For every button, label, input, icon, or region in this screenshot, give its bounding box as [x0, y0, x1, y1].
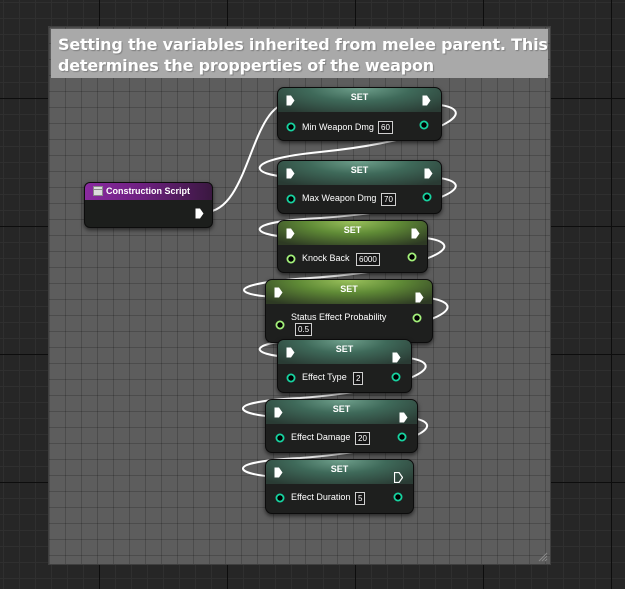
pin-label: Effect Damage [291, 432, 351, 442]
exec-out-pin-icon[interactable] [399, 412, 408, 423]
output-pin-icon[interactable] [419, 120, 429, 130]
exec-out-pin-icon[interactable] [422, 95, 431, 106]
set-node-header: SET [266, 400, 417, 424]
set-node-title: SET [350, 92, 369, 102]
set-node-header: SET [278, 88, 441, 112]
set-node-title: SET [330, 464, 349, 474]
comment-text-line-2: determines the propperties of the weapon [58, 56, 434, 75]
set-node-header: SET [266, 460, 413, 484]
value-input[interactable]: 6000 [356, 253, 380, 266]
set-node-header: SET [278, 340, 411, 364]
exec-in-pin-icon[interactable] [274, 287, 283, 298]
set-node-effect-type[interactable]: SET Effect Type 2 [277, 339, 412, 393]
output-pin-icon[interactable] [393, 492, 403, 502]
comment-text-line-1: Setting the variables inherited from mel… [58, 35, 548, 54]
output-pin-icon[interactable] [407, 252, 417, 262]
set-node-title: SET [343, 225, 362, 235]
pin-label: Status Effect Probability [291, 312, 387, 322]
exec-wire-set-5-to-set-6 [242, 356, 427, 418]
set-node-title: SET [350, 165, 369, 175]
set-node-knock-back[interactable]: SET Knock Back 6000 [277, 220, 428, 273]
set-node-min-weapon-dmg[interactable]: SET Min Weapon Dmg 60 [277, 87, 442, 141]
comment-title[interactable]: Setting the variables inherited from mel… [51, 29, 548, 78]
value-input[interactable]: 5 [355, 492, 366, 505]
set-node-title: SET [335, 344, 354, 354]
input-pin-icon[interactable] [286, 373, 296, 383]
set-node-status-effect-probability[interactable]: SET Status Effect Probability 0.5 [265, 279, 433, 343]
pin-label: Max Weapon Dmg [302, 193, 377, 203]
set-node-header: SET [266, 280, 432, 304]
input-pin-icon[interactable] [286, 194, 296, 204]
exec-wire-set-3-to-set-4 [243, 236, 446, 298]
exec-out-pin-icon[interactable] [415, 292, 424, 303]
exec-out-pin-icon[interactable] [392, 352, 401, 363]
input-pin-icon[interactable] [286, 122, 296, 132]
set-node-title: SET [340, 284, 358, 294]
output-pin-icon[interactable] [397, 432, 407, 442]
set-node-max-weapon-dmg[interactable]: SET Max Weapon Dmg 70 [277, 160, 442, 214]
output-pin-icon[interactable] [391, 372, 401, 382]
exec-out-pin-icon[interactable] [411, 228, 420, 239]
exec-wire-set-1-to-set-2 [258, 103, 457, 178]
set-node-effect-duration[interactable]: SET Effect Duration 5 [265, 459, 414, 514]
exec-out-pin-icon[interactable] [195, 208, 204, 219]
input-pin-icon[interactable] [275, 433, 285, 443]
output-pin-icon[interactable] [422, 192, 432, 202]
input-pin-icon[interactable] [275, 493, 285, 503]
value-input[interactable]: 70 [381, 193, 396, 206]
value-input[interactable]: 20 [355, 432, 370, 445]
input-pin-icon[interactable] [275, 320, 285, 330]
exec-out-pin-unconnected-icon[interactable] [394, 472, 403, 483]
pin-label: Knock Back [302, 253, 350, 263]
value-input[interactable]: 60 [378, 121, 393, 134]
exec-out-pin-icon[interactable] [424, 168, 433, 179]
exec-in-pin-icon[interactable] [274, 407, 283, 418]
value-input[interactable]: 2 [353, 372, 364, 385]
exec-wire-set-6-to-set-7 [242, 416, 429, 478]
set-node-header: SET [278, 161, 441, 185]
exec-wire-set-2-to-set-3 [258, 176, 457, 238]
construction-script-title: Construction Script [106, 186, 191, 196]
pin-label: Min Weapon Dmg [302, 122, 374, 132]
exec-in-pin-icon[interactable] [286, 168, 295, 179]
set-node-title: SET [332, 404, 351, 414]
set-node-effect-damage[interactable]: SET Effect Damage 20 [265, 399, 418, 453]
construction-script-header: Construction Script [85, 183, 212, 200]
function-icon [93, 186, 103, 196]
resize-grip-icon[interactable] [538, 552, 548, 562]
exec-in-pin-icon[interactable] [286, 347, 295, 358]
exec-in-pin-icon[interactable] [286, 228, 295, 239]
value-input[interactable]: 0.5 [295, 323, 313, 336]
pin-label: Effect Type [302, 372, 347, 382]
exec-in-pin-icon[interactable] [286, 95, 295, 106]
output-pin-icon[interactable] [412, 313, 422, 323]
exec-in-pin-icon[interactable] [274, 467, 283, 478]
pin-label: Effect Duration [291, 492, 351, 502]
input-pin-icon[interactable] [286, 254, 296, 264]
set-node-header: SET [278, 221, 427, 245]
construction-script-node[interactable]: Construction Script [84, 182, 213, 228]
